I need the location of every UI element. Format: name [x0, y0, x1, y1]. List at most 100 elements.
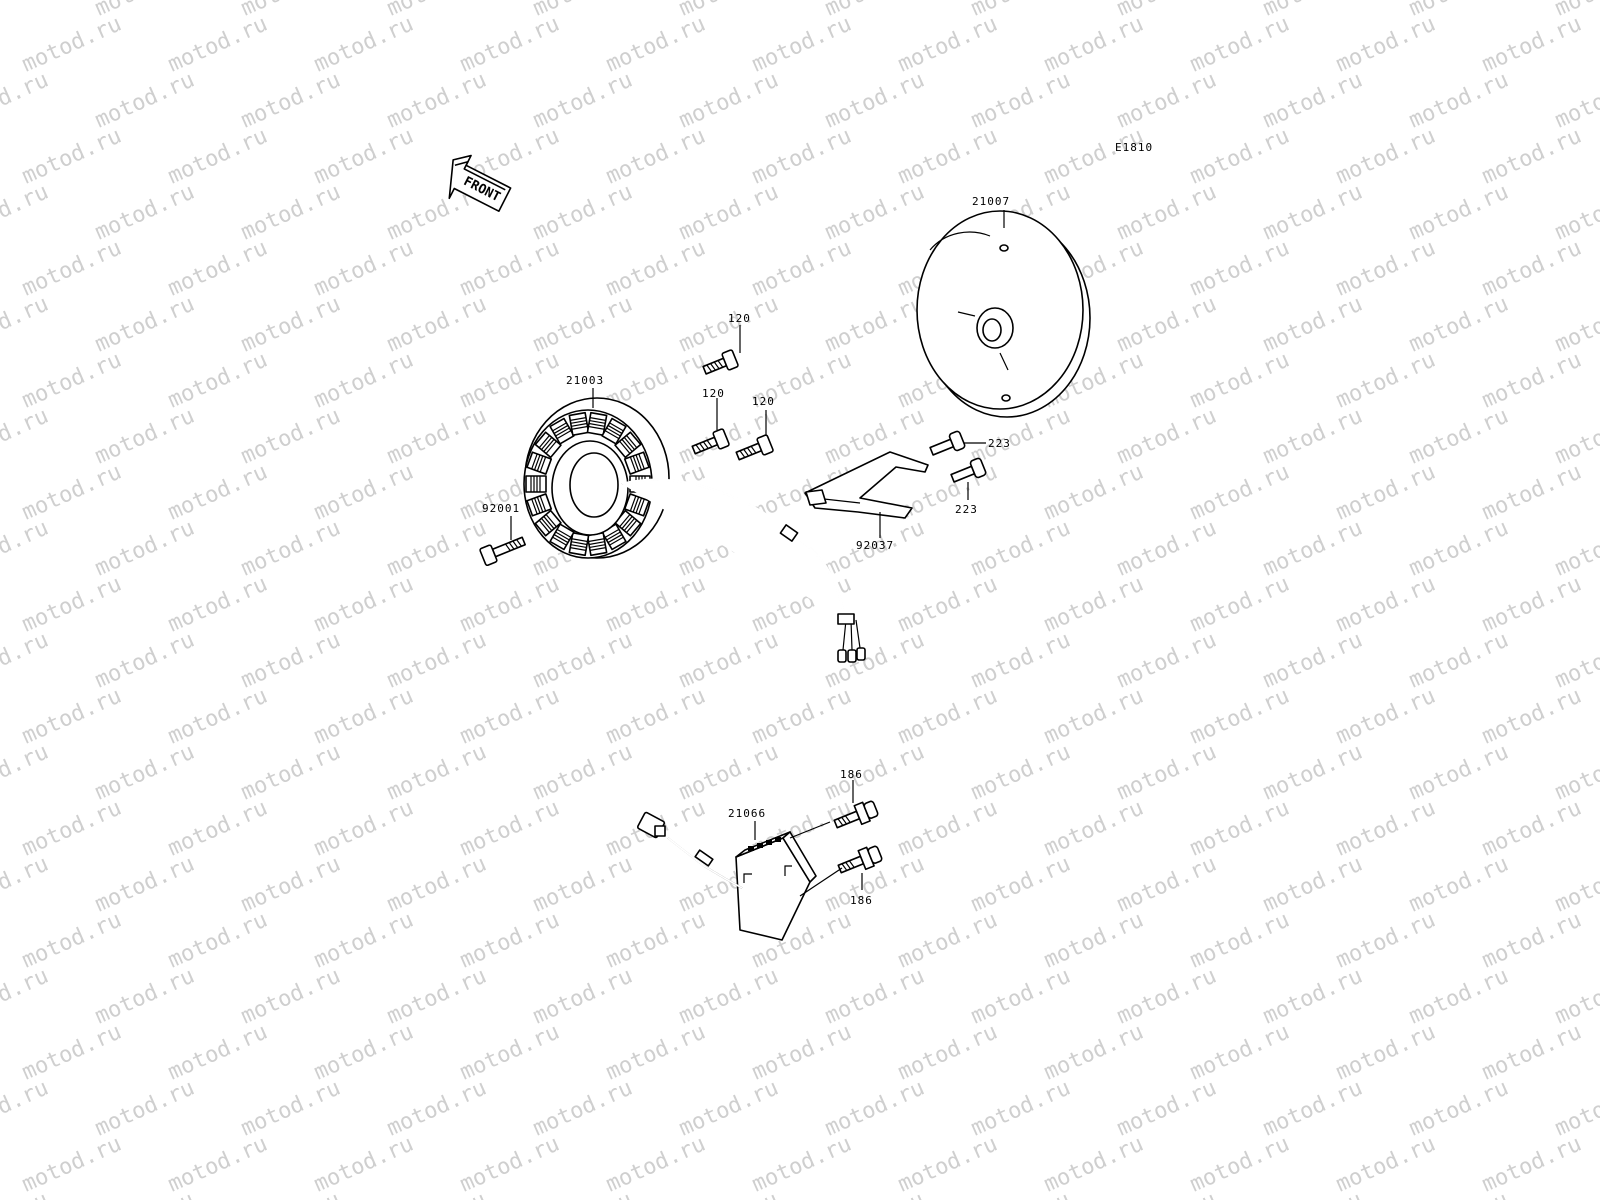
watermark-text: motod.ru — [18, 348, 125, 414]
watermark-text: motod.ru — [894, 684, 1001, 750]
watermark-text: motod.ru — [383, 1076, 490, 1142]
watermark-text: motod.ru — [237, 404, 344, 470]
bolt-186-lower — [837, 845, 883, 874]
stator-lamination-line — [589, 417, 606, 421]
watermark-text: motod.ru — [1040, 124, 1147, 190]
bolt-186-upper — [833, 800, 879, 829]
stator-lamination-line — [553, 424, 569, 434]
stator-tooth — [549, 523, 575, 551]
watermark-text: motod.ru — [1259, 516, 1366, 582]
stator-lamination-line — [632, 455, 640, 472]
watermark-text: motod.ru — [237, 180, 344, 246]
stator-lamination-line — [638, 498, 645, 515]
watermark-text: motod.ru — [529, 1188, 636, 1200]
watermark-text: motod.ru — [675, 740, 782, 806]
watermark-text: motod.ru — [602, 572, 709, 638]
label-clamp: 92037 — [856, 539, 894, 552]
stator-lamination-line — [629, 495, 637, 512]
stator-lamination-line — [604, 430, 620, 440]
watermark-text: motod.ru — [383, 516, 490, 582]
label-bolt-186-lower: 186 — [850, 894, 873, 907]
watermark-text: motod.ru — [1040, 572, 1147, 638]
bolt-223-lower — [950, 457, 987, 483]
watermark-text: motod.ru — [1551, 628, 1600, 694]
watermark-text: motod.ru — [1186, 908, 1293, 974]
label-stator: 21003 — [566, 374, 604, 387]
watermark-text: motod.ru — [967, 852, 1074, 918]
watermark-text: motod.ru — [894, 796, 1001, 862]
watermark-text: motod.ru — [1405, 404, 1512, 470]
watermark-text: motod.ru — [1405, 68, 1512, 134]
watermark-text: motod.ru — [164, 684, 271, 750]
watermark-text: motod.ru — [1040, 12, 1147, 78]
watermark-text: motod.ru — [1186, 684, 1293, 750]
watermark-text: motod.ru — [91, 964, 198, 1030]
stator-lamination-line — [621, 438, 633, 452]
stator-lamination-line — [588, 541, 605, 546]
watermark-text: motod.ru — [1040, 796, 1147, 862]
stator-lamination-line — [623, 517, 635, 532]
watermark-text: motod.ru — [164, 796, 271, 862]
watermark-text: motod.ru — [1259, 180, 1366, 246]
watermark-text: motod.ru — [1259, 292, 1366, 358]
watermark-text: motod.ru — [1186, 236, 1293, 302]
watermark-text: motod.ru — [1186, 796, 1293, 862]
watermark-text: motod.ru — [748, 684, 855, 750]
stator-lamination-line — [539, 456, 547, 473]
stator-lamination-line — [541, 436, 553, 451]
stator-lamination-line — [570, 547, 587, 551]
watermark-text: motod.ru — [383, 964, 490, 1030]
watermark-text: motod.ru — [894, 1132, 1001, 1198]
watermark-text: motod.ru — [748, 124, 855, 190]
watermark-text: motod.ru — [1478, 796, 1585, 862]
watermark-text: motod.ru — [0, 852, 52, 918]
watermark-text: motod.ru — [1186, 460, 1293, 526]
watermark-text: motod.ru — [967, 1188, 1074, 1200]
watermark-text: motod.ru — [456, 908, 563, 974]
stator-lamination-line — [536, 496, 544, 513]
stator-lamination-line — [533, 454, 541, 471]
watermark-text: motod.ru — [1332, 348, 1439, 414]
stator-lamination-line — [623, 436, 635, 451]
stator-lamination-line — [556, 528, 572, 538]
label-bolt-120-top: 120 — [728, 312, 751, 325]
watermark-text: motod.ru — [1405, 852, 1512, 918]
watermark-text: motod.ru — [602, 1020, 709, 1086]
watermark-text: motod.ru — [821, 292, 928, 358]
watermark-text: motod.ru — [1332, 684, 1439, 750]
watermark-text: motod.ru — [1332, 572, 1439, 638]
label-bolt-223-upper: 223 — [988, 437, 1011, 450]
stator-lamination-line — [555, 531, 570, 541]
stator-lamination-line — [607, 424, 623, 434]
watermark-text: motod.ru — [0, 740, 52, 806]
watermark-text: motod.ru — [967, 516, 1074, 582]
stator-lamination-line — [589, 544, 606, 549]
watermark-text: motod.ru — [1113, 964, 1220, 1030]
watermark-text: motod.ru — [1259, 1188, 1366, 1200]
watermark-text: motod.ru — [1259, 1076, 1366, 1142]
stator-lamination-line — [619, 514, 631, 528]
watermark-text: motod.ru — [164, 572, 271, 638]
stator-lamination-line — [533, 497, 541, 514]
watermark-text: motod.ru — [894, 1020, 1001, 1086]
watermark-text: motod.ru — [1259, 964, 1366, 1030]
watermark-text: motod.ru — [237, 628, 344, 694]
stator-lamination-line — [552, 422, 567, 432]
watermark-text: motod.ru — [821, 1076, 928, 1142]
watermark-text: motod.ru — [1551, 180, 1600, 246]
watermark-text: motod.ru — [1551, 68, 1600, 134]
watermark-text: motod.ru — [529, 852, 636, 918]
stator-lamination-line — [539, 495, 547, 512]
watermark-text: motod.ru — [1040, 1020, 1147, 1086]
stator-lamination-line — [609, 422, 624, 432]
watermark-text: motod.ru — [1405, 180, 1512, 246]
stator-lamination-line — [538, 519, 550, 533]
watermark-text: motod.ru — [748, 12, 855, 78]
watermark-text: motod.ru — [1040, 908, 1147, 974]
stator-lamination-line — [545, 440, 557, 454]
stator-lamination-line — [626, 519, 638, 533]
watermark-text: motod.ru — [91, 740, 198, 806]
watermark-text: motod.ru — [1113, 1076, 1220, 1142]
watermark-text: motod.ru — [1478, 348, 1585, 414]
